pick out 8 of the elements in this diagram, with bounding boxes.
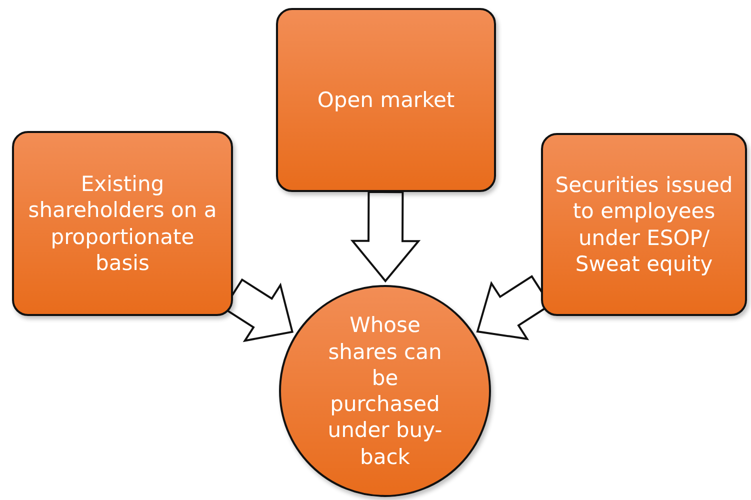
node-text: Securities issued to employees under ESOP/ Sweat equity [554,172,734,277]
block-arrow [350,190,421,283]
process-box [541,133,747,316]
node-text: Whose shares can be purchased under buy-back [326,312,444,470]
process-box [276,8,496,192]
node-text: Existing shareholders on a proportionate basis [27,171,218,276]
node-text: Open market [317,86,455,114]
process-box [12,131,233,316]
